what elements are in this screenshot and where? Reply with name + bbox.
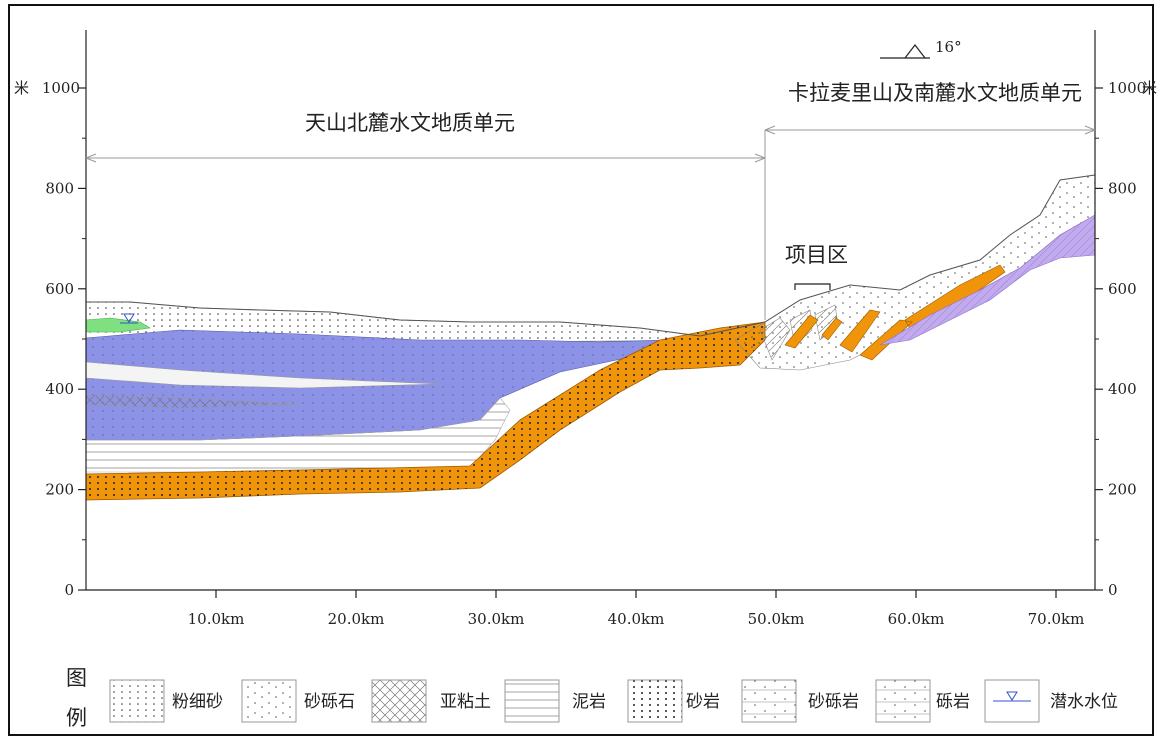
clay-lens-1 [85,361,441,389]
legend-item-clay: 亚粘土 [371,679,491,723]
left-unit-span: 天山北麓水文地质单元 [85,111,766,163]
y-axis-right: 0 200 400 600 800 1000 [1095,79,1146,599]
legend-label: 潜水水位 [1050,692,1118,712]
axes [85,30,1096,591]
y-axis-left: 0 200 400 600 800 1000 [42,79,86,599]
project-area: 项目区 [785,243,848,290]
y-unit-left: 米 [14,79,29,97]
left-unit-title: 天山北麓水文地质单元 [305,111,515,135]
y-tick-label-left: 200 [45,481,74,499]
strata [85,174,1096,501]
x-tick-label: 40.0km [608,610,665,628]
x-tick-label: 60.0km [888,610,945,628]
legend-swatch [627,679,683,723]
water-table-icon [1006,691,1018,701]
legend-label: 砂砾岩 [808,692,859,712]
y-tick-label-right: 400 [1108,380,1137,398]
sandstone-texture [86,322,765,500]
y-tick-label-left: 400 [45,380,74,398]
legend-swatch [741,679,797,723]
dip-value: 16° [935,38,962,56]
legend-title-2: 例 [66,706,87,730]
x-axis: 10.0km 20.0km 30.0km 40.0km 50.0km 60.0km 70.0… [188,590,1085,628]
y-tick-label-right: 200 [1108,481,1137,499]
y-tick-label-left: 1000 [42,79,80,97]
legend-label: 粉细砂 [172,692,223,712]
legend-swatch [504,679,560,723]
legend-swatch [109,679,165,723]
y-unit-right: 米 [1142,79,1157,97]
legend: 图 例 粉细砂 砂砾石 亚粘土 泥岩 砂岩 砂砾岩 砾岩 潜水水位 [66,666,1118,730]
legend-item-glutenite: 砂砾岩 [741,679,859,723]
legend-item-conglomerate: 砾岩 [875,679,970,723]
right-unit-span: 卡拉麦里山及南麓水文地质单元 [764,81,1096,320]
surface-profile [86,174,1096,337]
legend-title-1: 图 [66,666,87,690]
x-tick-label: 30.0km [468,610,525,628]
right-orange-strips [784,264,1006,361]
legend-label: 砂砾石 [304,692,355,712]
y-tick-label-left: 600 [45,280,74,298]
x-tick-label: 70.0km [1028,610,1085,628]
dip-symbol: 16° [880,38,962,59]
y-tick-label-left: 800 [45,179,74,197]
y-tick-label-right: 600 [1108,280,1137,298]
legend-item-sandstone: 砂岩 [627,679,720,723]
water-table-marker [120,313,138,324]
legend-swatch [241,679,297,723]
right-unit-title: 卡拉麦里山及南麓水文地质单元 [788,81,1082,105]
x-tick-label: 20.0km [328,610,385,628]
legend-item-gravel: 砂砾石 [241,679,355,723]
y-tick-label-right: 800 [1108,179,1137,197]
legend-swatch [371,679,427,723]
legend-label: 亚粘土 [440,692,491,712]
x-tick-label: 10.0km [188,610,245,628]
x-tick-label: 50.0km [748,610,805,628]
legend-label: 泥岩 [572,692,606,712]
project-area-label: 项目区 [785,243,848,267]
y-tick-label-right: 1000 [1108,79,1146,97]
y-tick-label-left: 0 [64,581,74,599]
legend-swatch [875,679,931,723]
legend-label: 砾岩 [936,692,970,712]
legend-item-fine-sand: 粉细砂 [109,679,223,723]
legend-item-mudstone: 泥岩 [504,679,606,723]
legend-item-water-table: 潜水水位 [984,679,1118,723]
legend-label: 砂岩 [686,692,720,712]
y-tick-label-right: 0 [1108,581,1118,599]
